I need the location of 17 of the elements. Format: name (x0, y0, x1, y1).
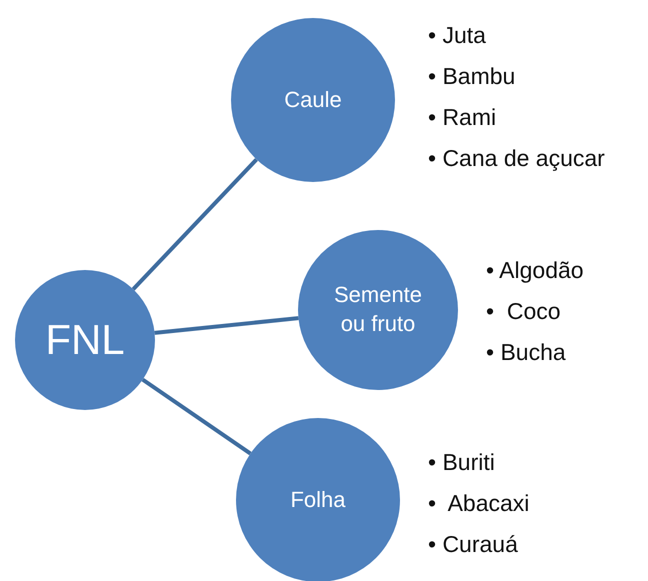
list-item: • Rami (428, 103, 498, 132)
list-item: • Cana de açucar (428, 144, 605, 173)
list-item: • Juta (428, 21, 487, 50)
list-item: • Coco (486, 297, 562, 326)
list-item: • Abacaxi (428, 489, 530, 518)
list-item: • Bucha (486, 338, 567, 367)
list-item: • Curauá (428, 530, 519, 559)
connector-line (142, 378, 252, 456)
connector-line (132, 158, 258, 291)
node-label: Folha (290, 486, 346, 514)
node-label: Semente ou fruto (332, 281, 424, 338)
list-item: • Bambu (428, 62, 516, 91)
node-label: Caule (284, 86, 342, 114)
list-item: • Buriti (428, 448, 496, 477)
node-label: FNL (45, 314, 125, 365)
connector-line (154, 316, 299, 335)
list-item: • Algodão (486, 256, 584, 285)
